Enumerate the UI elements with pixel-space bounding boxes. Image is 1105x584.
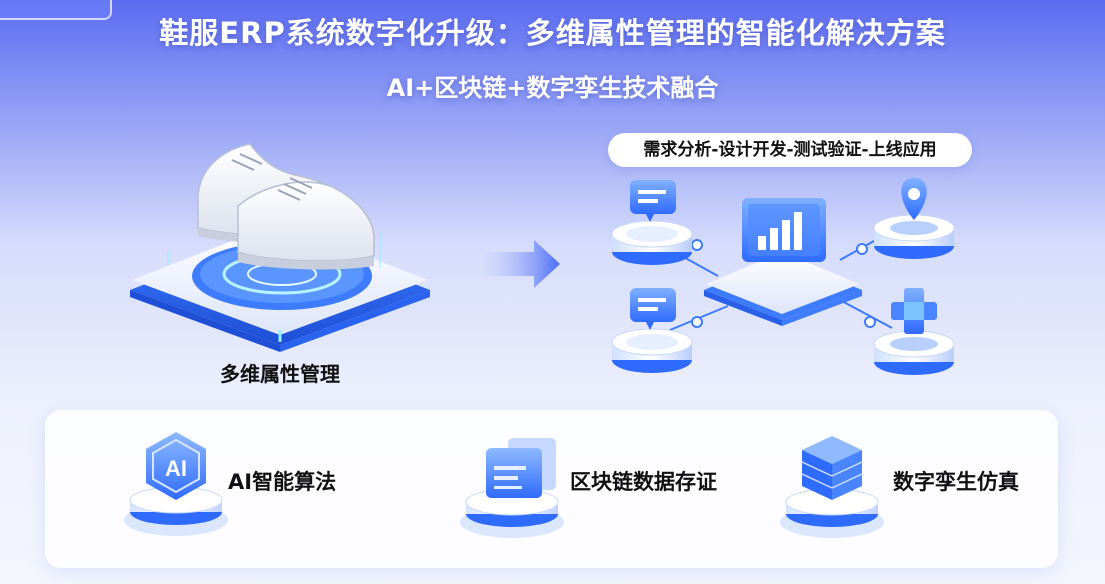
chat-icon — [630, 180, 676, 222]
chat-icon — [630, 288, 676, 330]
process-pill: 需求分析-设计开发-测试验证-上线应用 — [608, 133, 972, 167]
page-subtitle: AI+区块链+数字孪生技术融合 — [386, 74, 719, 102]
shoe-platform — [130, 222, 430, 352]
shoe-icon — [197, 143, 375, 270]
cube-stack-icon — [801, 436, 863, 500]
shoe-label: 多维属性管理 — [220, 362, 340, 386]
ai-hexagon-icon: AI — [146, 432, 206, 500]
feature-label-blockchain: 区块链数据存证 — [570, 470, 717, 494]
bar-chart-icon — [742, 198, 826, 262]
plus-cross-icon — [891, 288, 937, 334]
pedestal-chat-bottom — [611, 288, 693, 373]
ai-badge-text: AI — [165, 456, 187, 481]
corner-tag — [0, 0, 112, 20]
location-pin-icon — [901, 178, 927, 220]
flow-arrow-icon — [484, 240, 560, 288]
pedestal-cross — [873, 288, 955, 375]
pedestal-location — [873, 178, 955, 259]
feature-label-ai: AI智能算法 — [228, 470, 337, 494]
feature-label-digital-twin: 数字孪生仿真 — [893, 470, 1019, 494]
feature-blockchain — [460, 438, 564, 538]
feature-ai: AI — [124, 432, 228, 536]
feature-digital-twin — [780, 436, 884, 538]
document-card-icon — [486, 438, 556, 498]
pedestal-chat-top — [611, 180, 693, 265]
page-title: 鞋服ERP系统数字化升级：多维属性管理的智能化解决方案 — [159, 16, 946, 50]
network-diagram — [659, 198, 893, 331]
